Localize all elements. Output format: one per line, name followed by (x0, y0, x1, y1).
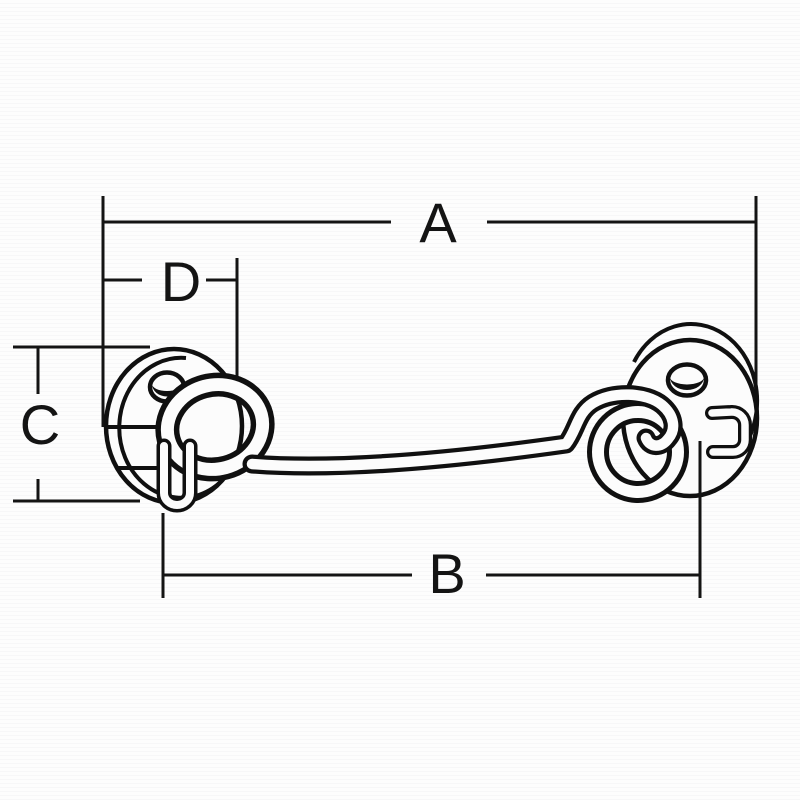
hook-eye-loop-inner (160, 378, 270, 476)
dimension-d-label: D (161, 250, 201, 313)
dimension-a: A (101, 191, 758, 427)
dimension-a-label: A (419, 191, 457, 254)
right-screw-hole (665, 362, 709, 398)
hook-eye-loop (155, 372, 275, 482)
dimension-b: B (161, 441, 702, 605)
left-plate-rim (117, 355, 234, 500)
right-screw-hole-shadow (670, 377, 704, 390)
right-staple-highlight (708, 408, 749, 456)
right-mounting-plate-assembly (587, 322, 760, 503)
left-staple-highlight (160, 442, 194, 509)
dimension-b-label: B (428, 542, 465, 605)
left-mounting-plate-assembly (103, 346, 275, 513)
dimension-d: D (103, 250, 239, 398)
dimension-c: C (13, 345, 150, 503)
hook-bar (242, 385, 683, 476)
latch-ring-inner (592, 406, 684, 498)
hook-bar-body (246, 389, 679, 472)
right-plate-rim (632, 322, 760, 441)
dimension-c-label: C (20, 393, 60, 456)
